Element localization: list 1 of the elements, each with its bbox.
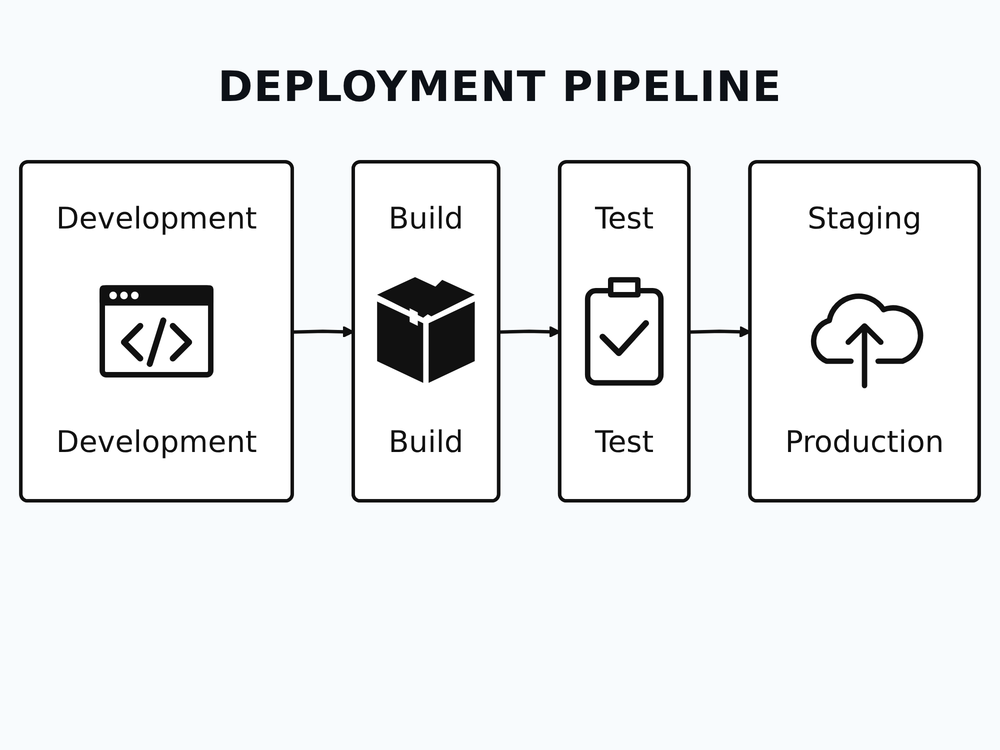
diagram-title: DEPLOYMENT PIPELINE: [218, 62, 782, 111]
